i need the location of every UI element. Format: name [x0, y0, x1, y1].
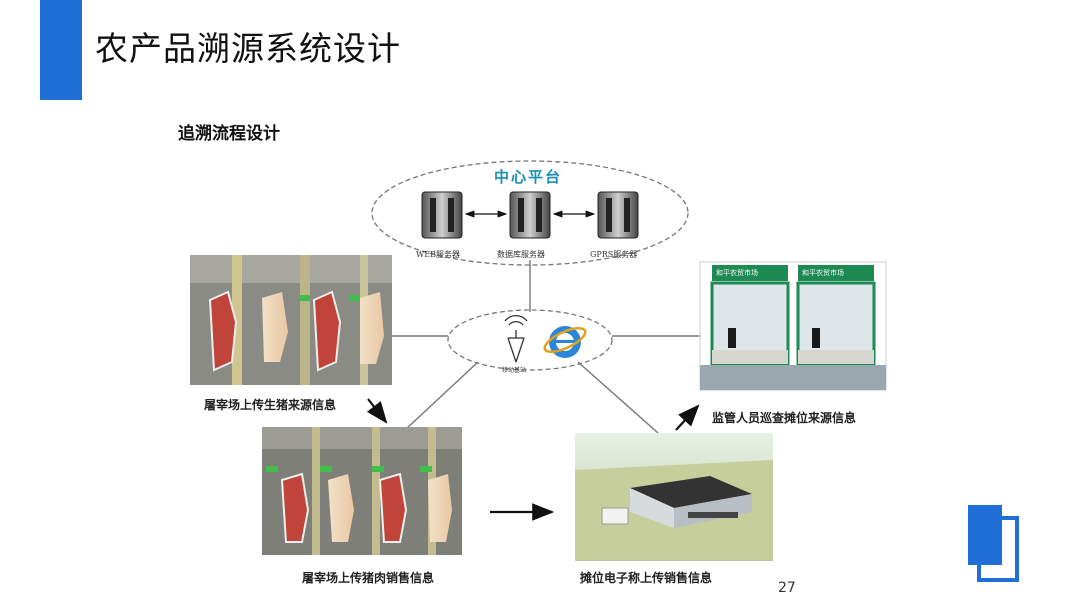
gprs-server-label: GPRS服务器 [590, 250, 638, 259]
market-sign-left: 和平农贸市场 [716, 269, 758, 277]
network-hub-ellipse [447, 309, 613, 371]
market-stall-photo [699, 261, 887, 391]
page-number: 27 [778, 580, 796, 596]
database-server-icon [509, 191, 551, 239]
electronic-scale-photo [575, 433, 773, 561]
caption-slaughter-sales: 屠宰场上传猪肉销售信息 [302, 571, 435, 585]
connection-lines [392, 260, 700, 434]
slaughterhouse-sales-photo [262, 427, 462, 555]
slaughterhouse-source-photo [190, 255, 392, 385]
market-sign-right: 和平农贸市场 [802, 269, 844, 277]
web-server-label: WEB服务器 [416, 250, 460, 259]
caption-slaughter-source: 屠宰场上传生猪来源信息 [204, 398, 337, 412]
arrow-source-to-sales [366, 398, 388, 424]
cell-tower-label: 移动基站 [502, 367, 527, 374]
arrow-scale-to-supervisor [675, 404, 700, 431]
central-platform-title: 中心平台 [494, 168, 563, 186]
caption-stall-scale: 摊位电子称上传销售信息 [580, 571, 713, 585]
section-subtitle: 追溯流程设计 [178, 124, 280, 144]
internet-icon [543, 326, 587, 358]
cell-tower-icon [504, 315, 528, 363]
gprs-server-icon [597, 191, 639, 239]
database-server-label: 数据库服务器 [497, 250, 545, 259]
caption-supervisor: 监管人员巡查摊位来源信息 [712, 411, 857, 425]
page-title: 农产品溯源系统设计 [95, 29, 401, 68]
web-server-icon [421, 191, 463, 239]
central-platform-ellipse [371, 160, 689, 266]
title-accent-bar [40, 0, 82, 100]
corner-decoration [968, 505, 1019, 582]
